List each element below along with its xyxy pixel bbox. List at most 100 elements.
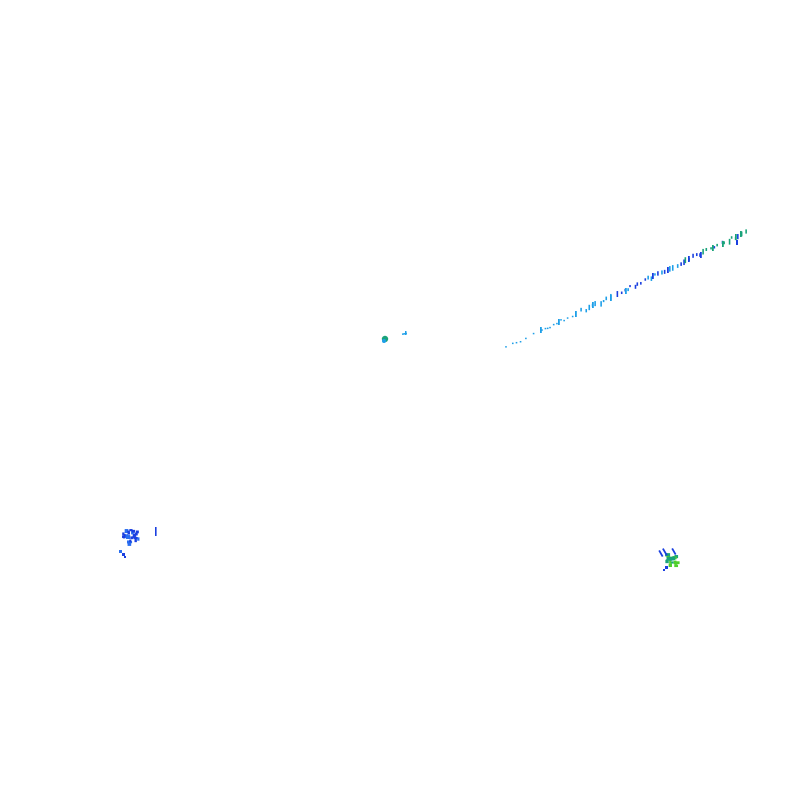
point-mark (665, 566, 668, 569)
point-mark (673, 560, 677, 565)
point-mark (674, 564, 679, 568)
point-mark (712, 245, 714, 251)
point-mark (699, 253, 701, 257)
point-mark (688, 256, 690, 262)
point-mark (663, 569, 665, 571)
point-mark (662, 548, 668, 556)
point-mark (560, 319, 562, 321)
point-mark (740, 231, 742, 237)
small-blob-center (381, 331, 408, 343)
point-mark (119, 550, 122, 553)
point-mark (663, 269, 666, 274)
point-mark (730, 236, 733, 239)
point-mark (563, 319, 565, 322)
point-mark (126, 540, 130, 544)
point-mark (676, 264, 679, 268)
point-mark (511, 342, 514, 345)
point-mark (382, 339, 386, 343)
point-mark (588, 304, 591, 311)
point-mark (571, 315, 574, 318)
point-mark (684, 257, 687, 264)
point-mark (610, 295, 612, 301)
point-mark (669, 560, 672, 564)
point-mark (705, 247, 708, 251)
point-mark (594, 301, 596, 307)
point-mark (131, 529, 136, 533)
point-mark (667, 267, 669, 273)
point-mark (671, 556, 676, 561)
point-mark (532, 332, 535, 335)
point-mark (124, 529, 129, 534)
point-mark (736, 240, 738, 245)
point-mark (722, 241, 724, 247)
point-mark (130, 536, 134, 540)
point-mark (671, 265, 674, 271)
point-mark (700, 252, 702, 258)
point-mark (556, 322, 558, 325)
point-mark (680, 262, 682, 266)
point-mark (644, 278, 647, 281)
point-mark (640, 281, 642, 285)
point-mark (652, 273, 654, 279)
point-mark (127, 532, 130, 535)
point-mark (692, 253, 694, 258)
point-mark (129, 529, 133, 532)
point-mark (540, 327, 542, 333)
point-mark (627, 288, 629, 292)
point-mark (629, 285, 631, 288)
point-mark (737, 234, 739, 240)
point-mark (728, 238, 731, 245)
point-mark (669, 266, 671, 272)
point-mark (124, 556, 126, 558)
point-mark (405, 331, 407, 335)
point-mark (605, 296, 608, 301)
point-mark (636, 282, 639, 286)
point-mark (155, 527, 157, 536)
point-mark (134, 532, 138, 536)
point-mark (132, 534, 137, 537)
point-mark (671, 548, 677, 555)
point-mark (620, 291, 623, 295)
point-mark (505, 346, 507, 348)
point-mark (616, 291, 619, 298)
point-mark (647, 275, 649, 280)
point-mark (666, 553, 671, 557)
point-mark (515, 341, 518, 344)
point-mark (546, 327, 549, 330)
point-mark (683, 259, 685, 266)
point-mark (122, 553, 125, 556)
point-mark (654, 273, 656, 276)
diagonal-streak (505, 229, 747, 348)
point-mark (126, 535, 130, 540)
point-mark (580, 307, 582, 312)
point-mark (661, 270, 663, 275)
point-mark (137, 537, 140, 541)
point-mark (670, 561, 674, 564)
point-mark (123, 533, 126, 537)
point-mark (122, 532, 125, 536)
point-mark (695, 253, 698, 257)
point-mark (558, 319, 560, 325)
point-mark (549, 326, 551, 329)
point-mark (745, 229, 747, 234)
point-mark (602, 300, 605, 303)
point-mark (134, 538, 137, 543)
point-mark (716, 243, 718, 247)
point-mark (541, 329, 543, 331)
point-mark (665, 559, 669, 564)
point-mark (710, 247, 712, 250)
point-mark (552, 323, 555, 326)
point-mark (129, 539, 132, 543)
point-mark (134, 536, 138, 540)
point-mark (566, 317, 569, 319)
point-mark (127, 530, 130, 533)
point-mark (668, 563, 672, 568)
point-mark (658, 550, 664, 557)
point-mark (122, 535, 126, 538)
point-mark (650, 276, 653, 281)
point-mark (592, 302, 594, 308)
point-mark (713, 246, 716, 249)
point-mark (525, 337, 527, 340)
